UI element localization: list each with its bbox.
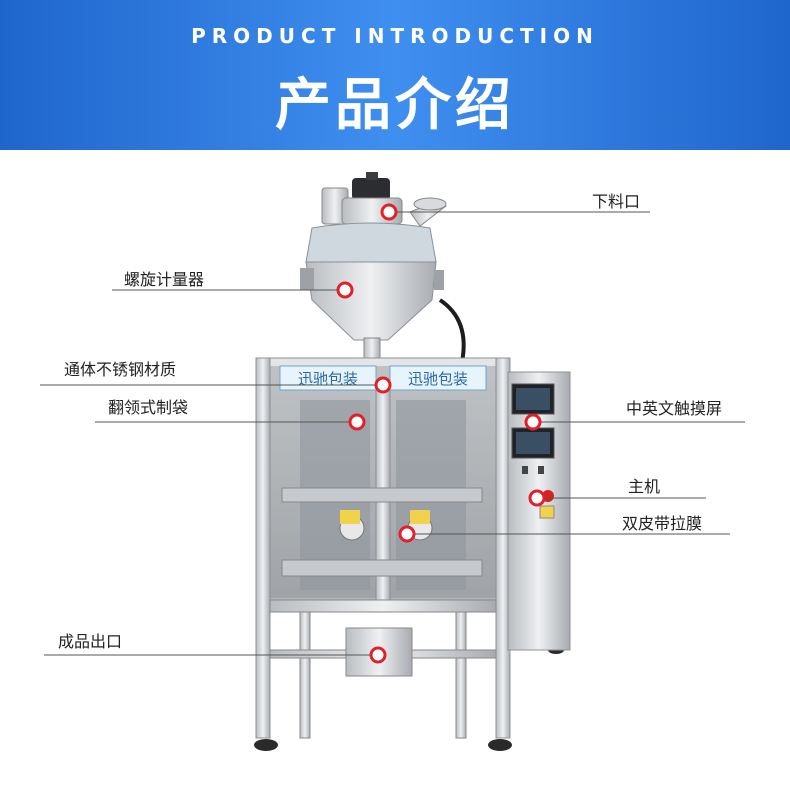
marker-former	[348, 413, 366, 431]
marker-feed	[380, 203, 398, 221]
label-film: 双皮带拉膜	[622, 514, 703, 533]
marker-steel	[374, 376, 392, 394]
brand-panel-left: 迅驰包装	[298, 370, 358, 388]
callout-markers	[336, 203, 546, 664]
label-touchscreen: 中英文触摸屏	[626, 399, 723, 418]
machine-illustration: 迅驰包装 迅驰包装	[40, 172, 745, 751]
label-main: 主机	[628, 477, 661, 496]
marker-film	[398, 525, 416, 543]
auger-hopper	[300, 222, 466, 363]
label-feed: 下料口	[592, 192, 641, 211]
marker-touchscreen	[524, 413, 542, 431]
label-steel: 通体不锈钢材质	[64, 360, 177, 379]
leader-lines	[40, 211, 745, 656]
marker-auger	[336, 281, 354, 299]
header-subtitle: PRODUCT INTRODUCTION	[191, 24, 599, 48]
marker-outlet	[369, 646, 387, 664]
label-outlet: 成品出口	[58, 632, 123, 651]
brand-panels: 迅驰包装 迅驰包装	[279, 365, 487, 391]
diagram-stage: 迅驰包装 迅驰包装 下料口 螺旋计量器 通体不锈钢材质 翻领	[0, 150, 790, 800]
header-title: 产品介绍	[275, 73, 515, 138]
label-auger: 螺旋计量器	[124, 270, 205, 289]
header-banner: PRODUCT INTRODUCTION 产品介绍	[0, 0, 790, 150]
marker-main	[528, 489, 546, 507]
control-cabinet	[507, 371, 571, 651]
brand-panel-right: 迅驰包装	[408, 370, 468, 388]
machine-frame	[254, 357, 564, 751]
label-former: 翻领式制袋	[108, 398, 189, 417]
